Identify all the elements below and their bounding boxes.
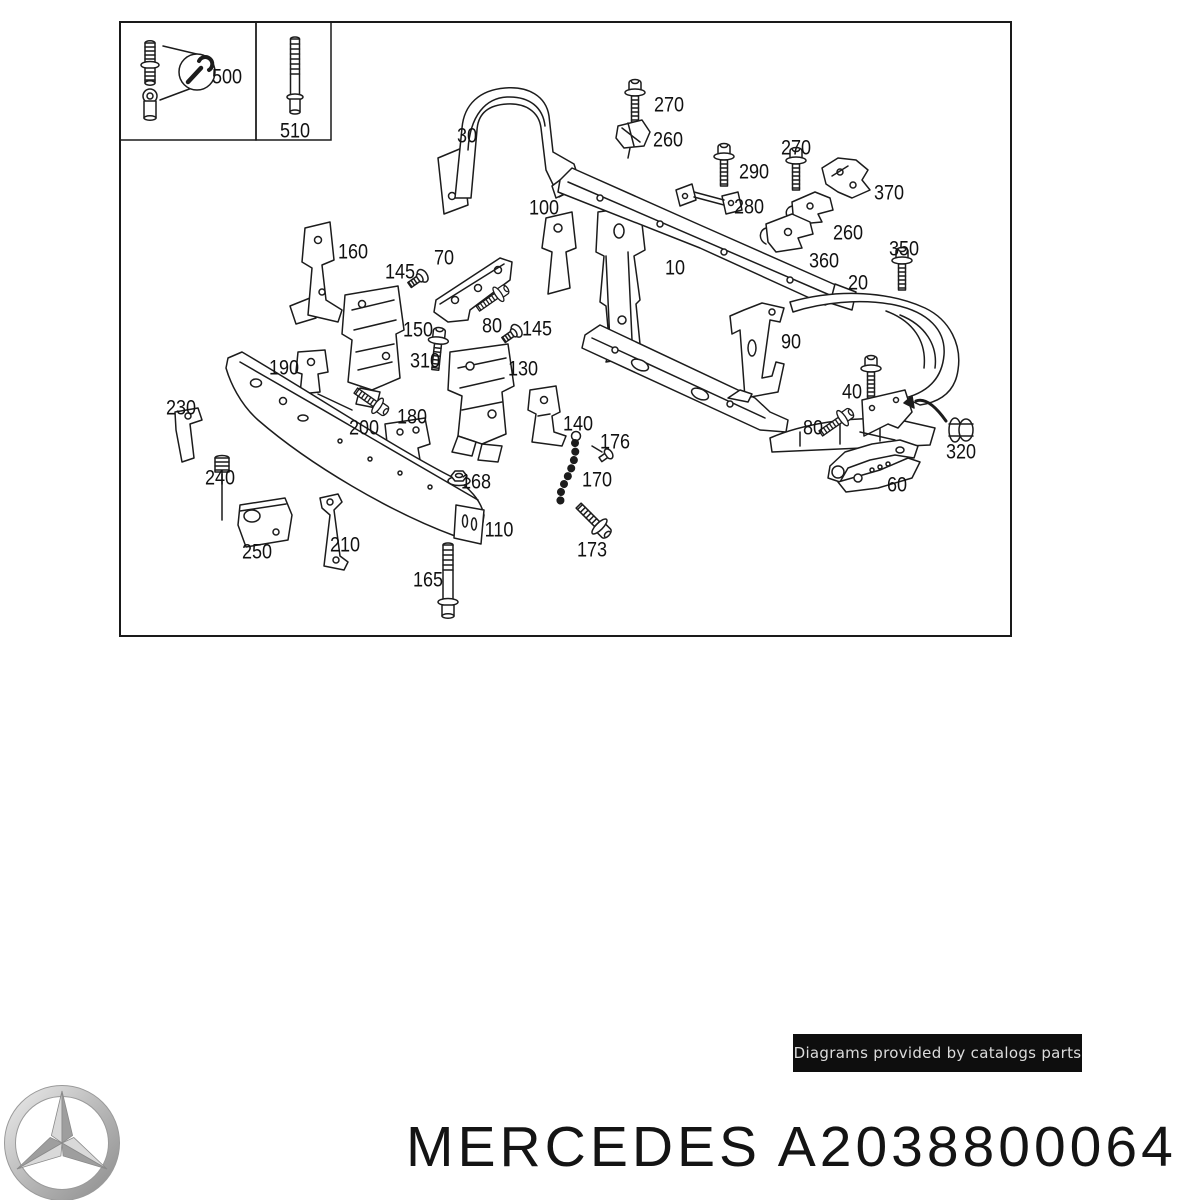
part-label-290: 290 [739,160,769,184]
part-label-10: 10 [665,256,685,280]
part-label-320: 320 [946,440,976,464]
part-label-140: 140 [563,412,593,436]
part-370 [821,157,871,199]
part-label-100: 100 [529,196,559,220]
part-label-20: 20 [848,271,868,295]
part-40 [859,354,913,441]
part-label-280: 280 [734,195,764,219]
part-label-250: 250 [242,540,272,564]
part-250 [237,497,293,548]
part-label-80: 80 [803,416,823,440]
part-label-180: 180 [397,405,427,429]
watermark-badge: Diagrams provided by catalogs parts [793,1034,1082,1072]
part-110 [225,351,485,545]
part-173-bolt [570,497,617,544]
part-label-310: 310 [410,349,440,373]
part-190 [295,349,353,411]
part-label-260: 260 [833,221,863,245]
part-label-260: 260 [653,128,683,152]
part-165-bolt [437,542,459,619]
part-label-510: 510 [280,119,310,143]
part-label-190: 190 [269,356,299,380]
part-320-grommet [903,395,974,443]
part-label-160: 160 [338,240,368,264]
mercedes-logo [4,1085,120,1200]
part-130-pillar [527,385,567,447]
part-label-150: 150 [403,318,433,342]
brand-title: MERCEDES A2038800064 [406,1115,1177,1179]
part-label-210: 210 [330,533,360,557]
part-label-173: 173 [577,538,607,562]
wrench-icon [178,53,216,91]
part-labels: 500 510 30 270 260 290 270 370 280 260 360 350 100 16… [166,65,976,592]
part-label-360: 360 [809,249,839,273]
part-170-chain [556,430,582,507]
part-label-170: 170 [582,468,612,492]
part-label-370: 370 [874,181,904,205]
part-145b-pin [498,321,526,347]
part-210 [319,493,349,571]
part-label-145: 145 [522,317,552,341]
part-176-pin [591,445,614,463]
part-label-110: 110 [485,518,514,542]
part-label-145: 145 [385,260,415,284]
part-label-270: 270 [654,93,684,117]
part-360 [759,213,814,253]
part-label-500: 500 [212,65,242,89]
part-270-bolt [624,78,646,123]
part-90 [727,302,785,403]
watermark-text: Diagrams provided by catalogs parts [793,1044,1082,1062]
part-510-bolt [286,36,304,115]
part-label-350: 350 [889,237,919,261]
part-160 [289,221,343,325]
part-70 [433,257,513,323]
part-label-230: 230 [166,396,196,420]
part-60 [827,439,921,493]
part-label-60: 60 [887,473,907,497]
part-230 [174,407,203,463]
part-label-240: 240 [205,466,235,490]
part-label-165: 165 [413,568,443,592]
part-150 [341,285,405,409]
part-label-40: 40 [842,380,862,404]
part-label-270: 270 [781,136,811,160]
part-label-200: 200 [349,416,379,440]
part-label-90: 90 [781,330,801,354]
part-label-176: 176 [600,430,630,454]
diagram-border [119,21,1012,637]
part-label-80: 80 [482,314,502,338]
part-130 [447,343,515,463]
part-500-kit [140,40,216,121]
part-label-70: 70 [434,246,454,270]
three-pointed-star-icon [4,1085,120,1200]
part-260-clip [615,119,651,159]
part-label-30: 30 [457,124,477,148]
legend-box [119,21,332,141]
part-290-bolt [713,142,735,187]
part-label-168: 168 [461,470,491,494]
part-280 [675,183,743,215]
part-10 [551,167,857,433]
part-label-130: 130 [508,357,538,381]
part-168-nut [447,470,471,487]
part-240-stud [214,454,230,521]
